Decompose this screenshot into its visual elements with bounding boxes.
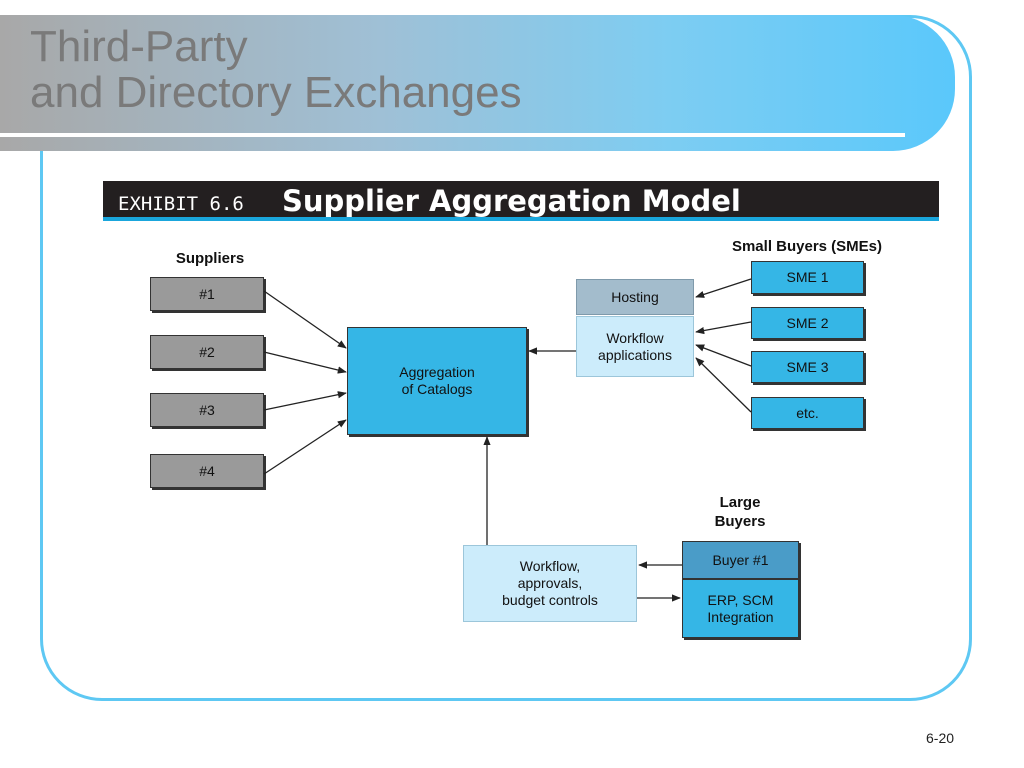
sme-box-1: SME 1 — [751, 261, 864, 294]
sme-box-2: SME 2 — [751, 307, 864, 339]
sme-heading: Small Buyers (SMEs) — [731, 238, 883, 255]
workflow-approvals-box: Workflow, approvals, budget controls — [463, 545, 637, 622]
erp-scm-integration-box: ERP, SCM Integration — [682, 579, 799, 638]
hosting-box: Hosting — [576, 279, 694, 315]
page-number: 6-20 — [926, 730, 955, 746]
exhibit-accent-rule — [103, 217, 939, 221]
slide-title-line-2: and Directory Exchanges — [30, 68, 522, 117]
buyer-1-box: Buyer #1 — [682, 541, 799, 579]
exhibit-header-bar — [103, 181, 939, 217]
exhibit-label: EXHIBIT 6.6 — [118, 193, 244, 215]
suppliers-heading: Suppliers — [175, 250, 245, 267]
supplier-box-4: #4 — [150, 454, 264, 488]
supplier-box-3: #3 — [150, 393, 264, 427]
workflow-applications-box: Workflow applications — [576, 316, 694, 377]
large-buyers-heading: Large Buyers — [714, 494, 766, 530]
aggregation-of-catalogs-box: Aggregation of Catalogs — [347, 327, 527, 435]
sme-box-etc: etc. — [751, 397, 864, 429]
slide-title-line-1: Third-Party — [30, 22, 248, 71]
exhibit-title: Supplier Aggregation Model — [282, 184, 741, 218]
title-underline — [0, 133, 905, 137]
slide-title: Third-Party and Directory Exchanges — [30, 24, 522, 116]
title-band — [0, 15, 955, 151]
supplier-box-2: #2 — [150, 335, 264, 369]
supplier-box-1: #1 — [150, 277, 264, 311]
sme-box-3: SME 3 — [751, 351, 864, 383]
